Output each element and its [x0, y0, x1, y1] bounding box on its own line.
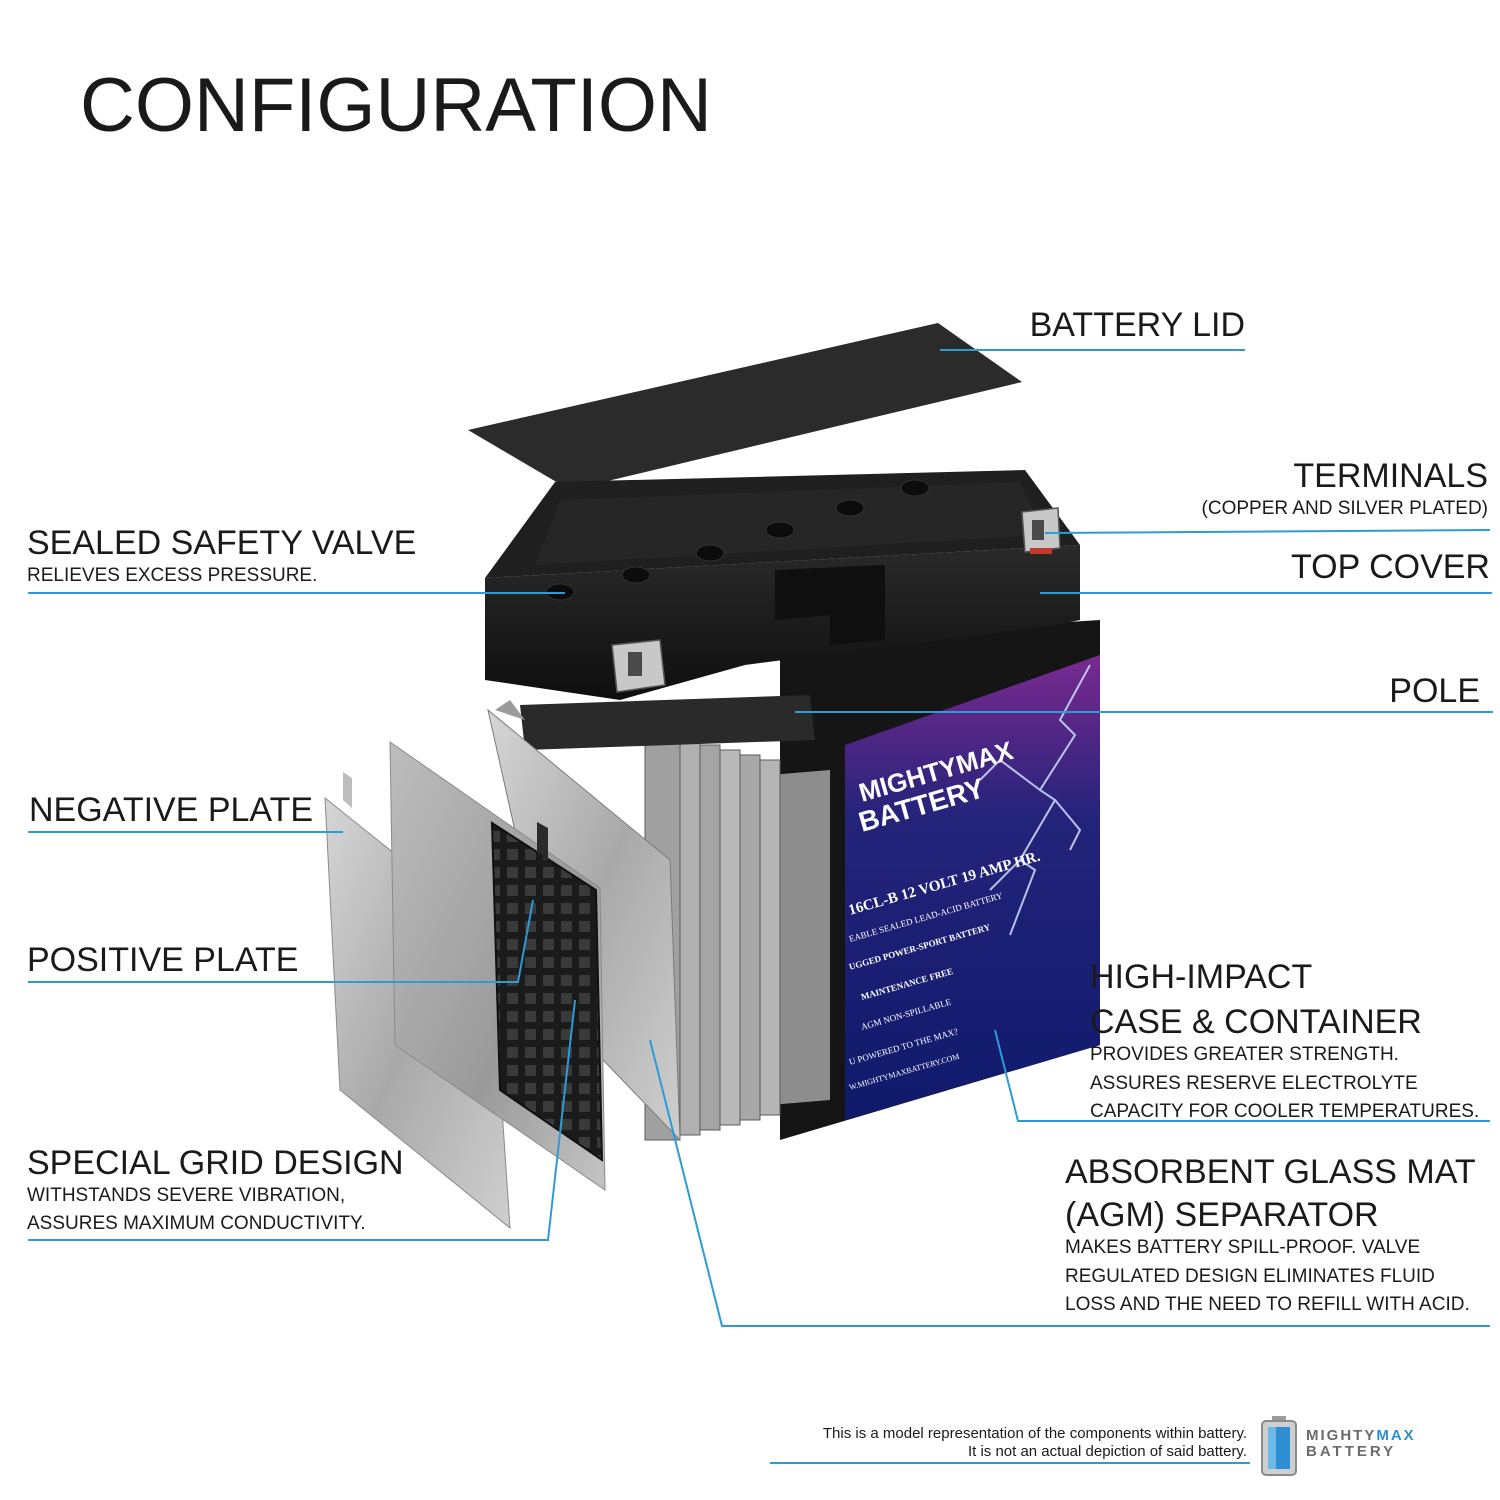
special-grid-sub-1: WITHSTANDS SEVERE VIBRATION, [27, 1184, 346, 1206]
negative-plate-label: NEGATIVE PLATE [29, 791, 314, 829]
callout-terminals: TERMINALS (COPPER AND SILVER PLATED) [1202, 458, 1488, 523]
terminals-sub: (COPPER AND SILVER PLATED) [1201, 497, 1488, 519]
callout-pole: POLE [1389, 673, 1480, 710]
high-impact-sub-2: ASSURES RESERVE ELECTROLYTE [1090, 1072, 1418, 1094]
callout-battery-lid: BATTERY LID [1030, 307, 1245, 344]
agm-label-1: ABSORBENT GLASS MAT [1065, 1153, 1476, 1191]
callout-high-impact-case: HIGH-IMPACT CASE & CONTAINER PROVIDES GR… [1090, 950, 1479, 1127]
high-impact-sub-3: CAPACITY FOR COOLER TEMPERATURES. [1090, 1101, 1480, 1123]
terminal-left [611, 639, 666, 693]
top-cover-label: TOP COVER [1290, 548, 1490, 586]
disclaimer-line-2: It is not an actual depiction of said ba… [967, 1443, 1247, 1460]
battery-logo-icon [1261, 1416, 1297, 1476]
agm-sub-2: REGULATED DESIGN ELIMINATES FLUID [1065, 1265, 1435, 1287]
footer-brand-logo: MIGHTYMAX BATTERY [1306, 1428, 1416, 1460]
valve-caps [545, 479, 930, 601]
brand-max: MAX [1376, 1427, 1416, 1444]
high-impact-label-2: CASE & CONTAINER [1090, 1003, 1422, 1042]
page-title: CONFIGURATION [80, 63, 712, 148]
brand-mighty: MIGHTY [1306, 1427, 1377, 1444]
high-impact-sub-1: PROVIDES GREATER STRENGTH. [1090, 1044, 1399, 1066]
special-grid-label: SPECIAL GRID DESIGN [27, 1144, 404, 1182]
lightning-decoration [979, 664, 1091, 936]
battery-lid-shape [468, 323, 1022, 490]
leader-special-grid [28, 999, 576, 1241]
callout-agm-separator: ABSORBENT GLASS MAT (AGM) SEPARATOR MAKE… [1065, 1148, 1476, 1320]
terminals-label: TERMINALS [1293, 457, 1488, 495]
callout-top-cover: TOP COVER [1291, 549, 1490, 586]
footer-brand-line-1: MIGHTYMAX [1306, 1428, 1416, 1444]
positive-plate-label: POSITIVE PLATE [27, 941, 299, 979]
callout-positive-plate: POSITIVE PLATE [27, 942, 298, 979]
callout-special-grid-design: SPECIAL GRID DESIGN WITHSTANDS SEVERE VI… [27, 1145, 404, 1239]
battery-lid-label: BATTERY LID [1029, 306, 1245, 344]
agm-sub-1: MAKES BATTERY SPILL-PROOF. VALVE [1065, 1237, 1421, 1259]
brand-battery: BATTERY [1306, 1442, 1397, 1460]
callout-sealed-safety-valve: SEALED SAFETY VALVE RELIEVES EXCESS PRES… [27, 525, 416, 590]
footer-disclaimer: This is a model representation of the co… [823, 1425, 1247, 1461]
sealed-safety-valve-label: SEALED SAFETY VALVE [27, 524, 417, 562]
pole-label: POLE [1389, 672, 1480, 710]
disclaimer-line-1: This is a model representation of the co… [822, 1425, 1247, 1442]
grid-shape [490, 821, 604, 1162]
leader-terminals [1044, 529, 1491, 534]
callout-negative-plate: NEGATIVE PLATE [29, 792, 313, 829]
leader-high-impact [994, 1029, 1490, 1122]
sealed-safety-valve-sub: RELIEVES EXCESS PRESSURE. [27, 564, 318, 586]
high-impact-label-1: HIGH-IMPACT [1090, 958, 1313, 996]
agm-label-2: (AGM) SEPARATOR [1065, 1196, 1379, 1235]
case-label [845, 655, 1100, 1120]
special-grid-sub-2: ASSURES MAXIMUM CONDUCTIVITY. [27, 1213, 366, 1235]
agm-sub-3: LOSS AND THE NEED TO REFILL WITH ACID. [1065, 1294, 1470, 1316]
leader-positive-plate [28, 899, 534, 983]
terminal-right [1021, 507, 1061, 554]
leader-agm [649, 1039, 1490, 1327]
